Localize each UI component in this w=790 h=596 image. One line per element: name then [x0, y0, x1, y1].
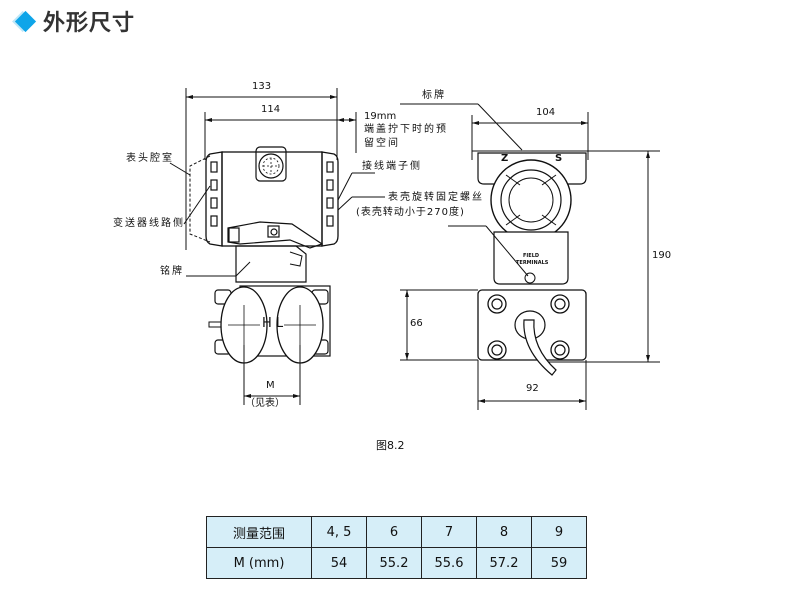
- table-cell: 9: [531, 516, 587, 548]
- table-cell: 57.2: [476, 547, 532, 579]
- dim-overall-width: 133: [252, 81, 272, 92]
- section-title: 外形尺寸: [43, 11, 136, 36]
- left-cap: [205, 151, 223, 247]
- right-cap: [321, 151, 339, 247]
- cap-clearance-note-1: 端盖拧下时的预: [364, 124, 448, 135]
- dim-cap-clearance: 19mm: [364, 111, 397, 122]
- marking-z: Z: [501, 153, 509, 164]
- section-header: 外形尺寸: [14, 4, 135, 38]
- dim-side-width: 104: [536, 107, 556, 118]
- housing-cover: [490, 159, 572, 241]
- dim-side-height: 190: [652, 250, 672, 261]
- dim-body-width: 114: [261, 104, 281, 115]
- table-cell: 7: [421, 516, 477, 548]
- dim-flange-height: 66: [410, 318, 423, 329]
- table-cell: 4, 5: [311, 516, 367, 548]
- nameplate: [235, 245, 307, 283]
- housing-top: [477, 152, 587, 185]
- terminal-marking-2: TERMINALS: [516, 260, 549, 266]
- table-cell: 55.2: [366, 547, 422, 579]
- side-flange: [477, 289, 587, 361]
- label-lock-screw-1: 表壳旋转固定螺丝: [388, 192, 484, 203]
- label-meter-chamber: 表头腔室: [126, 153, 174, 164]
- display-window: [258, 153, 284, 179]
- table-cell: 8: [476, 516, 532, 548]
- drain-tube: [523, 319, 557, 376]
- terminal-marking-1: FIELD: [523, 253, 540, 259]
- table-row: M (mm) 54 55.2 55.6 57.2 59: [206, 547, 587, 579]
- terminal-housing: [493, 231, 569, 285]
- label-transmitter-side: 变送器线路侧: [113, 218, 185, 229]
- meter-chamber-outline: [189, 155, 211, 243]
- side-view: [400, 103, 660, 410]
- label-lock-screw-2: (表壳转动小于270度): [356, 207, 465, 218]
- label-tag: 标牌: [422, 90, 446, 101]
- table-cell: 59: [531, 547, 587, 579]
- spec-table: 测量范围 4, 5 6 7 8 9 M (mm) 54 55.2 55.6 57…: [206, 516, 587, 579]
- dimension-drawing: [169, 88, 660, 410]
- marking-s: S: [555, 153, 563, 164]
- table-cell: 54: [311, 547, 367, 579]
- dim-m: M: [266, 380, 275, 391]
- label-terminal-side: 接线端子侧: [362, 161, 422, 172]
- front-view: [169, 88, 385, 405]
- dim-flange-width: 92: [526, 383, 539, 394]
- table-row: 测量范围 4, 5 6 7 8 9: [206, 516, 587, 548]
- label-nameplate: 铭牌: [160, 266, 184, 277]
- row-header: 测量范围: [206, 516, 312, 548]
- row-header: M (mm): [206, 547, 312, 579]
- table-cell: 6: [366, 516, 422, 548]
- table-cell: 55.6: [421, 547, 477, 579]
- figure-caption: 图8.2: [376, 439, 405, 452]
- cap-clearance-note-2: 留空间: [364, 138, 400, 149]
- flange-marking: H L: [262, 316, 284, 331]
- dim-m-note: （见表）: [245, 398, 285, 409]
